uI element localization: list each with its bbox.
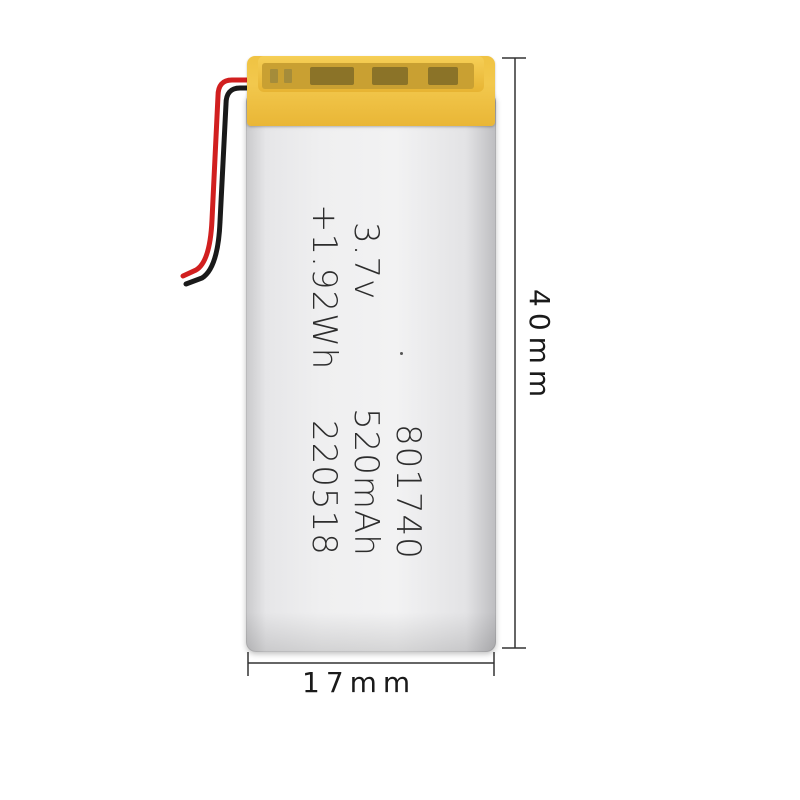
black-wire bbox=[183, 85, 261, 287]
pcb-pad bbox=[270, 69, 278, 83]
surface-speck bbox=[400, 352, 403, 355]
battery-bottom-shade bbox=[246, 612, 496, 652]
pcb-chip bbox=[428, 67, 458, 85]
battery-body bbox=[246, 92, 496, 652]
pcb-chip bbox=[372, 67, 408, 85]
red-wire bbox=[180, 77, 261, 279]
width-dimension-label: 17mm bbox=[302, 666, 417, 699]
pcb-pad bbox=[284, 69, 292, 83]
pcb-chip bbox=[310, 67, 354, 85]
height-dimension-label: 40mm bbox=[523, 289, 556, 404]
